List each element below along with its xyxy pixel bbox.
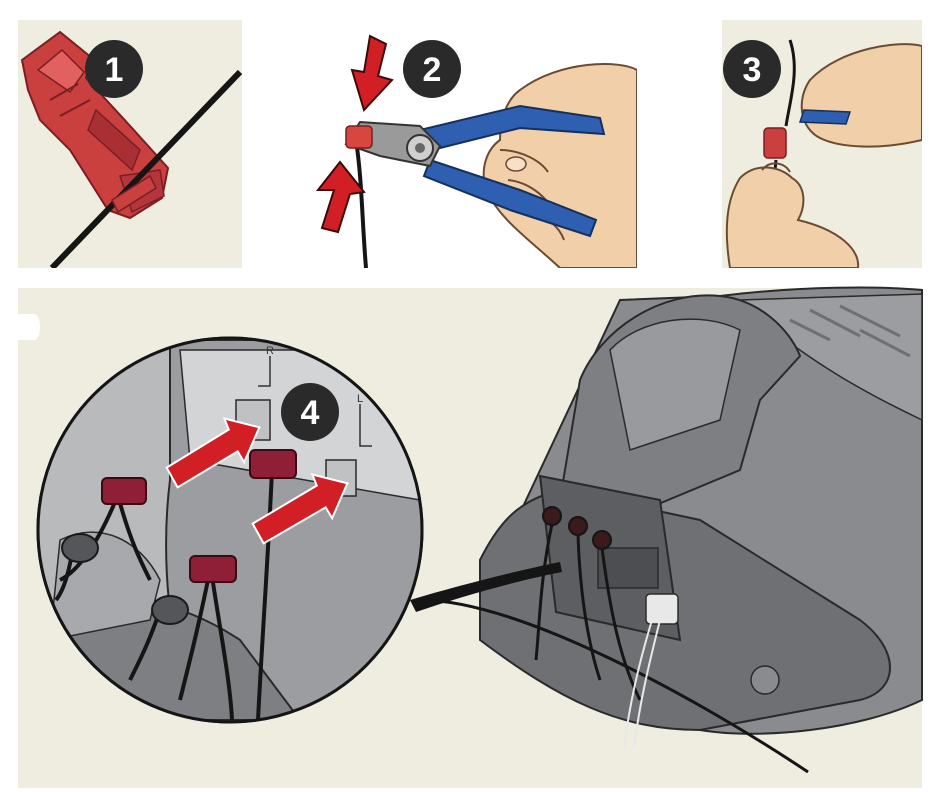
connector-clip (111, 174, 157, 214)
wire (354, 139, 368, 268)
lower-scene: R L (18, 286, 923, 788)
step-badge-3: 3 (723, 40, 781, 98)
lower-wires (419, 523, 809, 774)
wire-top (784, 39, 796, 127)
lower-hand-icon (725, 162, 860, 268)
step-badge-2: 2 (403, 40, 461, 98)
power-plug-icon (645, 593, 679, 625)
charging-station-housing (479, 286, 923, 735)
upper-hand-icon (798, 43, 922, 148)
panel-step-3: 3 (722, 20, 922, 268)
edge-notch (18, 314, 40, 340)
callout-leader (410, 562, 562, 612)
step-number-2: 2 (423, 51, 442, 89)
connector-in-jaw (345, 125, 373, 149)
left-port-label: L (357, 393, 363, 405)
insert-connector-icon (165, 417, 349, 545)
panel-step-1: 1 (18, 20, 242, 268)
pliers-crimp-icon (344, 104, 606, 238)
plug-cable (623, 619, 661, 749)
right-port-label: R (266, 345, 274, 357)
step-number-3: 3 (743, 51, 762, 89)
wire (49, 69, 242, 268)
press-up-arrow-icon (315, 160, 366, 234)
connector (763, 127, 787, 159)
panel-step-2: 2 (300, 20, 637, 268)
detail-connectors (61, 449, 297, 625)
guide-marks (258, 356, 372, 447)
press-down-arrow-icon (350, 34, 394, 112)
step-badge-1: 1 (85, 40, 143, 98)
step-number-1: 1 (105, 51, 124, 89)
step-badge-4: 4 (281, 383, 339, 441)
panel-connectors (542, 506, 612, 550)
grille-lines (789, 304, 911, 358)
step-number-4: 4 (301, 394, 320, 432)
